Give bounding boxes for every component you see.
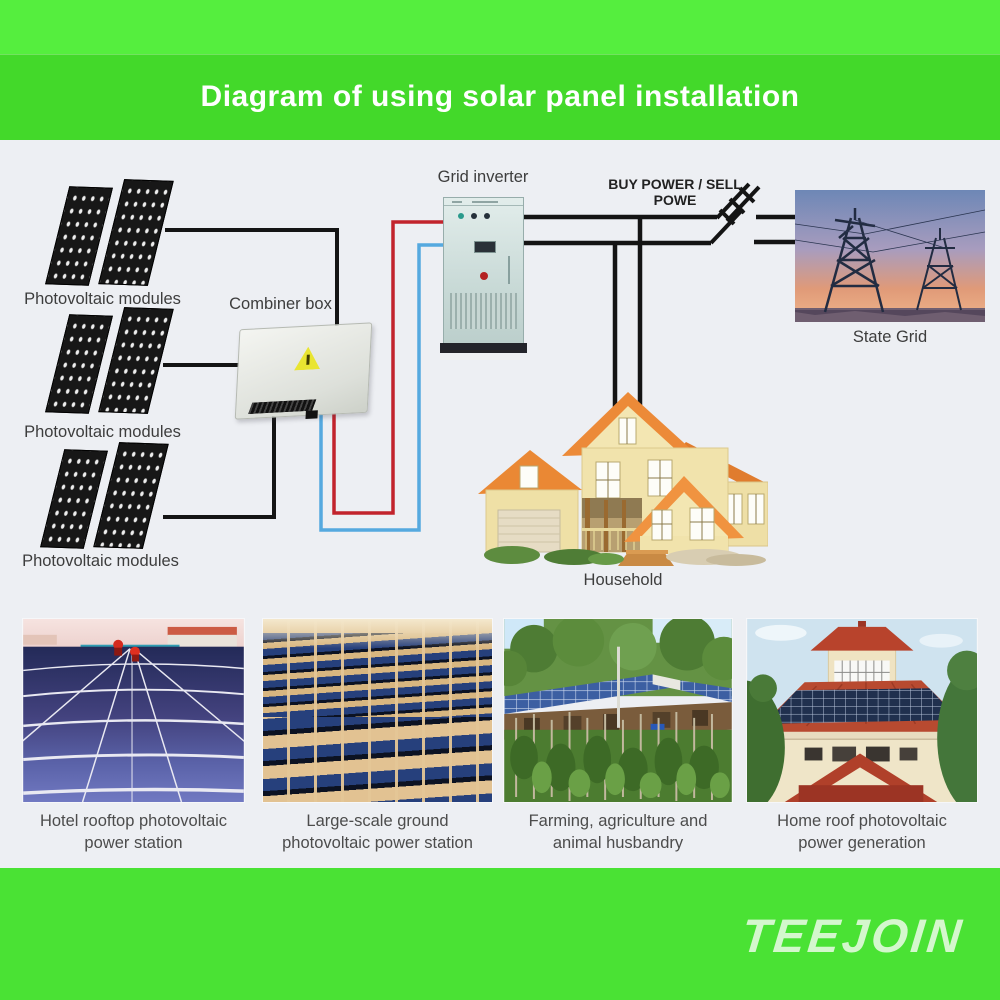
panel-grid-lines [23, 648, 244, 802]
pv-modules-label-3: Photovoltaic modules [22, 552, 179, 570]
caption-ground-station: Large-scale ground photovoltaic power st… [282, 812, 473, 852]
workers-figures [113, 639, 140, 662]
power-indicator [480, 272, 488, 280]
header-top-strip [0, 0, 1000, 54]
buy-sell-power-label: BUY POWER / SELL POWE [608, 176, 742, 208]
dc-black-wires [163, 228, 339, 519]
grid-inverter-label: Grid inverter [437, 168, 529, 186]
state-grid-label: State Grid [852, 328, 928, 346]
header-banner: Diagram of using solar panel installatio… [0, 0, 1000, 141]
footer-banner: TEEJOIN [0, 868, 1000, 1000]
grid-inverter-device [440, 197, 527, 353]
combiner-box-face [234, 322, 373, 420]
ground-pv-station-photo [262, 618, 493, 803]
warning-triangle-icon [294, 346, 321, 370]
wiring-diagram [163, 182, 797, 532]
pv-module-set-1 [45, 179, 174, 288]
pv-modules-label-1: Photovoltaic modules [24, 290, 181, 308]
crop-foliage [510, 735, 719, 792]
combiner-box-label: Combiner box [229, 295, 332, 313]
disconnect-switch-icon [709, 182, 761, 245]
inverter-display [474, 241, 496, 253]
door-handle [508, 256, 510, 284]
power-lines [795, 209, 985, 253]
combiner-box-device [234, 322, 373, 420]
household-house-illustration [478, 392, 768, 566]
pv-module-set-3 [40, 442, 169, 551]
home-roof-photo [746, 618, 978, 803]
caption-home-roof: Home roof photovoltaic power generation [777, 812, 947, 852]
crop-highlights [531, 761, 730, 799]
vent-grille [450, 293, 517, 329]
pv-modules-label-2: Photovoltaic modules [24, 423, 181, 441]
state-grid-photo [795, 190, 985, 322]
blue-dc-wire [319, 243, 450, 532]
household-label: Household [583, 571, 663, 589]
pv-module-set-2 [45, 307, 174, 416]
caption-hotel-rooftop: Hotel rooftop photovoltaic power station [39, 812, 228, 852]
red-dc-wire [332, 220, 450, 515]
ac-black-wires [522, 214, 797, 420]
indicator-lights [458, 213, 490, 219]
transmission-tower [916, 228, 962, 311]
caption-farming: Farming, agriculture and animal husbandr… [528, 812, 708, 852]
page-title: Diagram of using solar panel installatio… [200, 80, 800, 113]
diagram-area: Photovoltaic modules Photovoltaic module… [0, 140, 1000, 868]
farming-photo [503, 618, 733, 803]
hotel-rooftop-photo [22, 618, 245, 803]
title-band: Diagram of using solar panel installatio… [0, 54, 1000, 141]
brand-logo: TEEJOIN [739, 909, 967, 962]
